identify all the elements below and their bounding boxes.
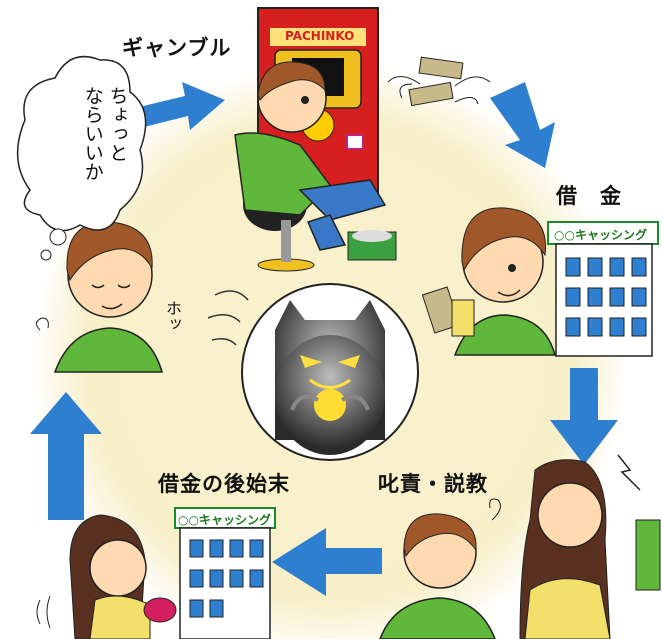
thought-line-1: ちょっと [106,86,129,162]
pachinko-sign: PACHINKO [285,29,355,43]
gamble-label: ギャンブル [122,36,232,60]
devil-illustration [241,283,419,461]
arrow-to-scold [550,368,618,465]
flying-money [387,56,491,107]
cashing-building-bottom [174,507,276,639]
mother-figure-left [36,514,177,639]
gambler-figure [234,61,397,272]
cashing-sign-bottom: ○○キャッシング [178,513,271,527]
relief-sound-text: ホッ [163,300,182,332]
cashing-building-top [547,221,659,357]
arrow-to-cleanup [272,528,382,596]
scolded-boy-figure [379,498,501,639]
cashing-sign-top: ○○キャッシング [554,228,647,242]
thought-line-2: ならいいか [81,86,104,181]
cleanup-label: 借金の後始末 [158,472,290,496]
relieved-boy-figure [36,221,163,373]
borrow-label: 借 金 [556,184,622,208]
arrow-to-relief [30,392,102,520]
scold-label: 叱責・説教 [378,472,488,496]
thought-text: ちょっと ならいいか [80,86,129,181]
arrow-to-gamble [135,82,225,130]
surprise-lines [207,290,249,346]
borrower-figure [421,207,556,356]
arrow-to-borrow [490,82,555,168]
thought-bubble [16,55,147,261]
cycle-arrows [30,82,618,596]
mother-figure-right [519,454,661,639]
